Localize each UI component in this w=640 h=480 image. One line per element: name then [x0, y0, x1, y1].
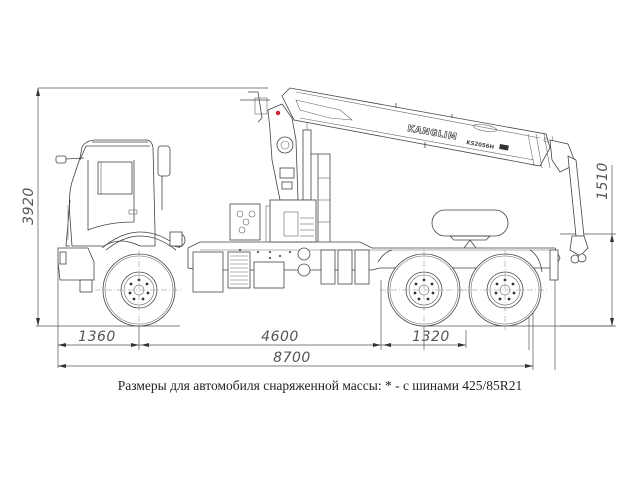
- dim-front-overhang: 1360: [78, 329, 116, 345]
- spare-tire: [431, 209, 509, 249]
- dim-wheelbase: 4600: [261, 329, 299, 345]
- rear-wheel-2: [461, 250, 549, 330]
- crane-model-label: KS2056H: [466, 140, 495, 151]
- truck-cab: [55, 139, 186, 293]
- drawing-caption: Размеры для автомобиля снаряженной массы…: [117, 378, 523, 393]
- rear-wheel-1: [380, 250, 468, 330]
- front-wheel: [95, 250, 183, 330]
- dim-overall-length: 8700: [273, 350, 311, 366]
- crane-boom: KANGLIM KS2056H: [281, 87, 589, 263]
- dim-bogie-spacing: 1320: [412, 329, 450, 345]
- crane-column: [229, 91, 331, 243]
- pivot-marker: [275, 110, 281, 116]
- dim-overall-height: 3920: [21, 187, 37, 225]
- dim-rear-height: 1510: [595, 162, 611, 200]
- chassis-frame: [187, 241, 561, 293]
